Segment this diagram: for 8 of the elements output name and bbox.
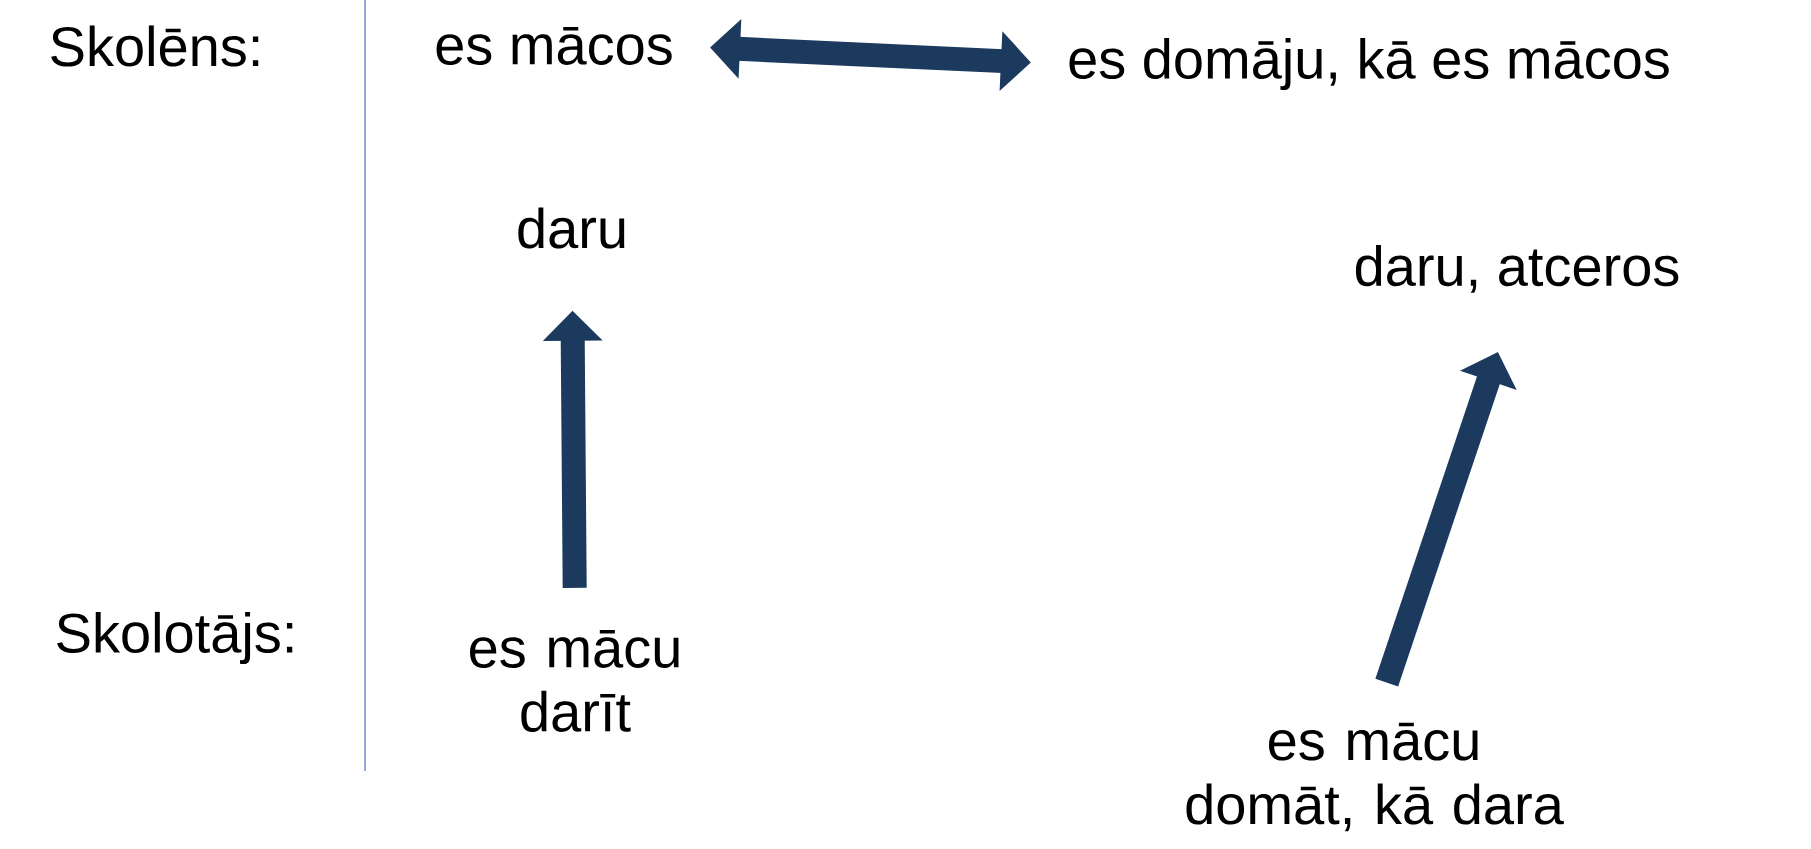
node-text: daru, atceros	[1355, 245, 1679, 293]
node-text: daru	[518, 207, 625, 249]
row-label: Skolēns:	[51, 25, 259, 67]
node-text: es mācos	[436, 27, 672, 65]
row-label: Skolotājs:	[57, 611, 293, 665]
node-text: es mācu domāt, kā dara	[1186, 722, 1564, 832]
node-text: es domāju, kā es mācos	[1069, 37, 1669, 91]
node-text: es mācu darīt	[470, 630, 679, 732]
